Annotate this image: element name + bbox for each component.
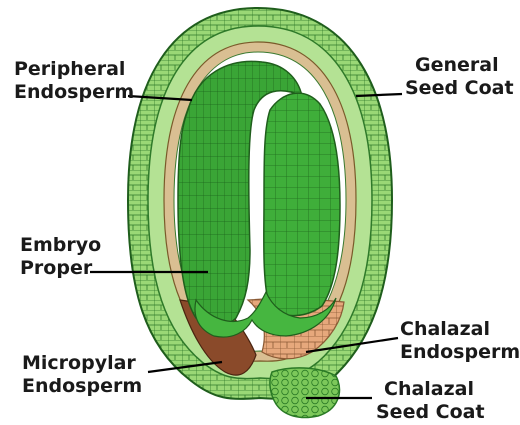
label-line: Proper — [20, 257, 101, 280]
embryo-right-cotyledon — [264, 93, 340, 315]
label-line: Embryo — [20, 234, 101, 257]
label-chalazal-endosperm: Chalazal Endosperm — [400, 318, 520, 364]
label-line: Chalazal — [376, 378, 485, 401]
label-chalazal-seed-coat: Chalazal Seed Coat — [376, 378, 485, 424]
label-line: Seed Coat — [376, 401, 485, 424]
label-line: Peripheral — [14, 58, 134, 81]
label-peripheral-endosperm: Peripheral Endosperm — [14, 58, 134, 104]
chalazal-seed-coat-region — [270, 368, 340, 418]
label-micropylar-endosperm: Micropylar Endosperm — [22, 352, 142, 398]
label-line: General — [405, 54, 514, 77]
label-line: Seed Coat — [405, 77, 514, 100]
label-line: Endosperm — [14, 81, 134, 104]
label-line: Micropylar — [22, 352, 142, 375]
label-line: Endosperm — [400, 341, 520, 364]
label-line: Endosperm — [22, 375, 142, 398]
label-embryo-proper: Embryo Proper — [20, 234, 101, 280]
label-general-seed-coat: General Seed Coat — [405, 54, 514, 100]
label-line: Chalazal — [400, 318, 520, 341]
